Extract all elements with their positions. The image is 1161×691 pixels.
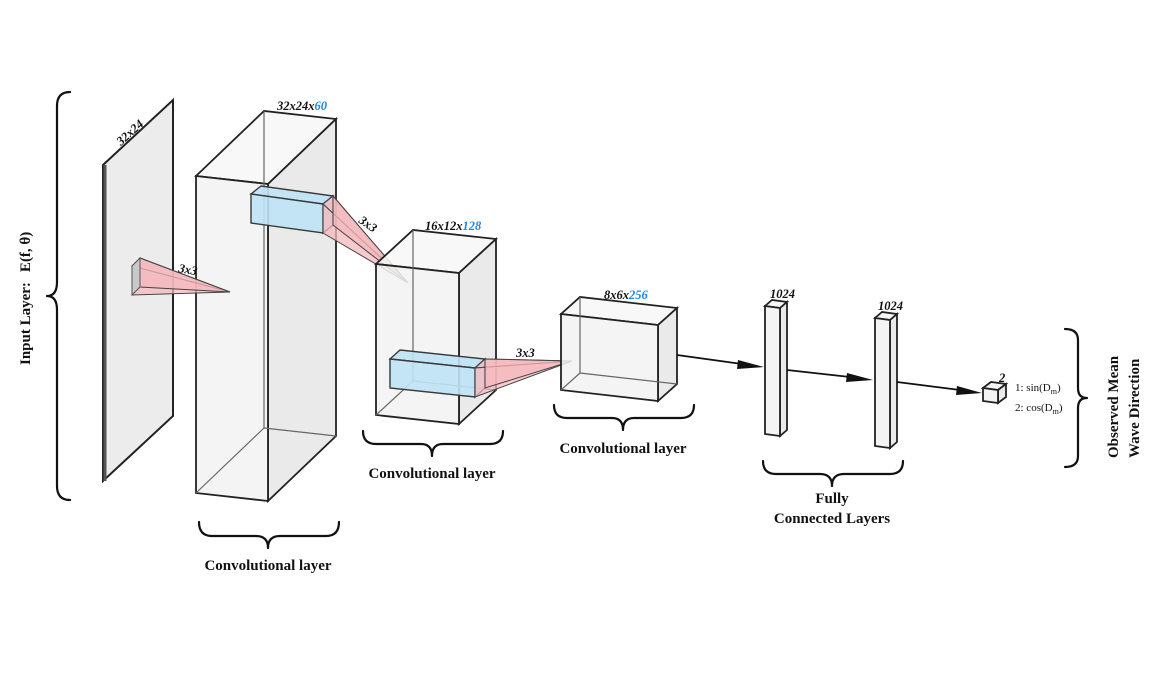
- output-sin-label: 1: sin(Dm): [1015, 382, 1061, 396]
- arrow-fc1-fc2: [786, 369, 873, 382]
- fc1-size-label: 1024: [770, 287, 795, 301]
- arrow-conv3-fc1: [676, 354, 764, 369]
- fc2-block: [872, 311, 900, 450]
- conv2-brace: [361, 429, 505, 458]
- output-brace: [1063, 327, 1089, 469]
- output-cos-label: 2: cos(Dm): [1015, 402, 1063, 416]
- conv1-brace: [197, 520, 341, 550]
- arrow-fc2-output: [896, 381, 982, 395]
- input-layer-label: Input Layer:E(f, θ): [18, 232, 34, 365]
- input-kernel-label: 3x3: [176, 261, 198, 278]
- fc-brace: [761, 459, 905, 488]
- output-label-line2: Wave Direction: [1127, 358, 1143, 458]
- output-size-label: 2: [998, 371, 1005, 385]
- fc1-block: [762, 299, 790, 438]
- input-kernel-cone: [131, 256, 231, 297]
- fc2-size-label: 1024: [878, 299, 903, 313]
- conv1-size-label: 32x24x60: [276, 99, 328, 113]
- conv1-label: Convolutional layer: [204, 558, 331, 574]
- output-cube: [980, 381, 1009, 405]
- conv2-label: Convolutional layer: [368, 466, 495, 482]
- conv3-block: [558, 296, 680, 404]
- conv2-size-label: 16x12x128: [425, 219, 482, 233]
- conv3-label: Convolutional layer: [559, 441, 686, 457]
- conv2-kernel-cone: [473, 358, 573, 398]
- fc-label-line1: Fully: [815, 491, 849, 507]
- conv2-kernel-label: 3x3: [515, 346, 535, 360]
- fc-label-line2: Connected Layers: [774, 511, 890, 527]
- conv3-brace: [552, 403, 696, 432]
- conv1-block: [193, 110, 339, 504]
- conv2-kernel: [388, 349, 487, 399]
- conv3-size-label: 8x6x256: [604, 288, 649, 302]
- input-brace: [45, 90, 72, 502]
- output-label-line1: Observed Mean: [1106, 355, 1122, 458]
